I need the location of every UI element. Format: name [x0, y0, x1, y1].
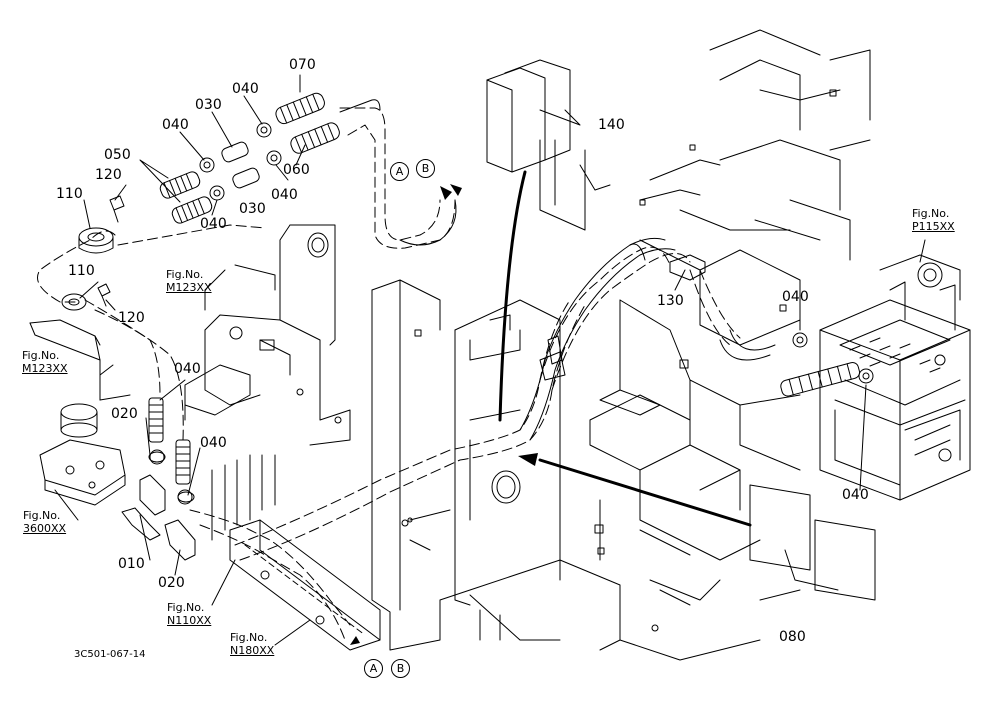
figure-ref-3600: Fig.No. 3600XX	[23, 509, 66, 535]
frame-holes	[307, 89, 837, 632]
fittings	[121, 451, 196, 561]
figure-ref-number: M123XX	[22, 362, 68, 375]
part-label-050: 050	[104, 147, 131, 163]
figure-ref-number: N180XX	[230, 644, 275, 657]
pad-arrow-tip	[518, 453, 538, 466]
hoses-right	[719, 329, 861, 397]
part-label-040: 040	[200, 216, 227, 232]
figure-ref-m123-lower: Fig.No. M123XX	[22, 349, 68, 375]
route-marker-a-bottom: A	[364, 659, 383, 678]
part-label-020: 020	[158, 575, 185, 591]
part-label-120: 120	[95, 167, 122, 183]
figure-ref-caption: Fig.No.	[167, 601, 205, 614]
figure-ref-m123-upper: Fig.No. M123XX	[166, 268, 212, 294]
clip-bands	[61, 195, 125, 311]
part-label-040: 040	[174, 361, 201, 377]
pads	[486, 59, 876, 601]
drawing-code: 3C501-067-14	[74, 649, 146, 660]
figure-ref-number: M123XX	[166, 281, 212, 294]
figure-ref-n110: Fig.No. N110XX	[167, 601, 211, 627]
figure-ref-number: N110XX	[167, 614, 212, 627]
part-label-110: 110	[68, 263, 95, 279]
route-arrow-b	[440, 186, 452, 200]
lower-rail	[211, 454, 381, 651]
part-label-030: 030	[195, 97, 222, 113]
valve-body	[39, 403, 126, 506]
part-label-040: 040	[842, 487, 869, 503]
clip-130	[539, 254, 706, 381]
figure-ref-caption: Fig.No.	[22, 349, 60, 362]
part-label-040: 040	[200, 435, 227, 451]
part-label-120: 120	[118, 310, 145, 326]
part-label-070: 070	[289, 57, 316, 73]
part-label-060: 060	[283, 162, 310, 178]
route-arrow-a	[350, 636, 360, 645]
part-label-040: 040	[782, 289, 809, 305]
part-label-110: 110	[56, 186, 83, 202]
route-marker-b-bottom: B	[391, 659, 410, 678]
leader-lines	[54, 74, 926, 646]
figure-ref-number: P115XX	[912, 220, 955, 233]
route-marker-a-top: A	[390, 162, 409, 181]
heater-unit	[819, 254, 971, 501]
figure-ref-n180: Fig.No. N180XX	[230, 631, 274, 657]
figure-ref-caption: Fig.No.	[230, 631, 268, 644]
figure-ref-caption: Fig.No.	[912, 207, 950, 220]
part-label-040: 040	[162, 117, 189, 133]
figure-ref-caption: Fig.No.	[166, 268, 204, 281]
route-marker-b-top: B	[416, 159, 435, 178]
hose-lines-solid	[339, 99, 676, 441]
part-label-140: 140	[598, 117, 625, 133]
hose-routes	[37, 107, 741, 641]
part-label-020: 020	[111, 406, 138, 422]
pad-pointers	[498, 170, 752, 527]
part-label-130: 130	[657, 293, 684, 309]
left-bracket	[184, 224, 351, 446]
part-label-080: 080	[779, 629, 806, 645]
figure-ref-caption: Fig.No.	[23, 509, 61, 522]
figure-ref-p115: Fig.No. P115XX	[912, 207, 955, 233]
part-label-030: 030	[239, 201, 266, 217]
left-lower-bracket	[29, 319, 131, 401]
figure-ref-number: 3600XX	[23, 522, 67, 535]
part-label-040: 040	[271, 187, 298, 203]
part-label-010: 010	[118, 556, 145, 572]
frame-structure	[371, 29, 871, 661]
part-label-040: 040	[232, 81, 259, 97]
route-arrow-b2	[450, 184, 462, 196]
